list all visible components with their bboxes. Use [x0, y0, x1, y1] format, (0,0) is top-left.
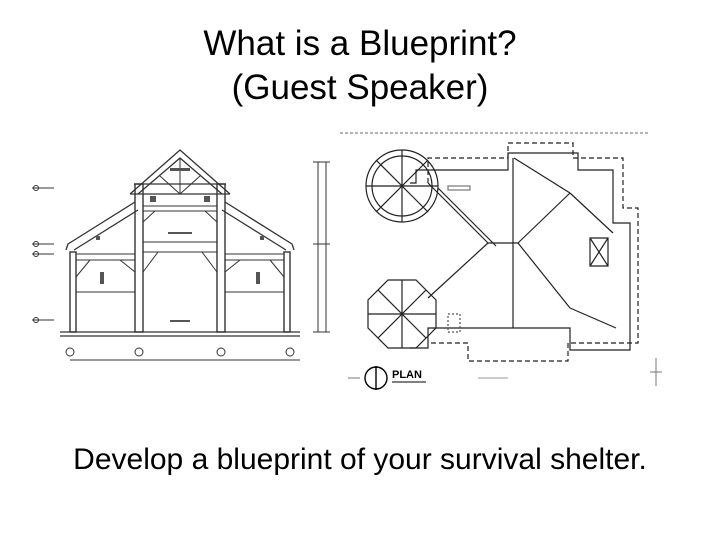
braces — [75, 158, 285, 278]
section-drawing — [32, 149, 330, 361]
floor — [60, 331, 300, 337]
plan-label: PLAN — [392, 369, 422, 381]
turret-bottom — [367, 279, 437, 349]
beams — [75, 205, 285, 293]
title-line-1: What is a Blueprint? — [203, 24, 517, 63]
plan-title-block: PLAN — [348, 366, 508, 390]
slide-title: What is a Blueprint? (Guest Speaker) — [0, 22, 720, 110]
detail-marks — [96, 168, 264, 322]
turret-top — [365, 149, 439, 223]
slide-caption: Develop a blueprint of your survival she… — [73, 443, 647, 476]
roof-outline — [410, 152, 631, 351]
dormer — [589, 237, 609, 267]
roof-hips — [427, 157, 617, 329]
dimension-lines — [70, 161, 330, 361]
title-line-2: (Guest Speaker) — [231, 68, 489, 107]
side-roofs — [65, 201, 295, 251]
wall-outline — [427, 142, 639, 362]
grid-markers — [65, 347, 295, 357]
scale-marks — [650, 358, 662, 386]
level-markers — [32, 185, 54, 323]
roof-plan-drawing: PLAN — [340, 132, 662, 390]
